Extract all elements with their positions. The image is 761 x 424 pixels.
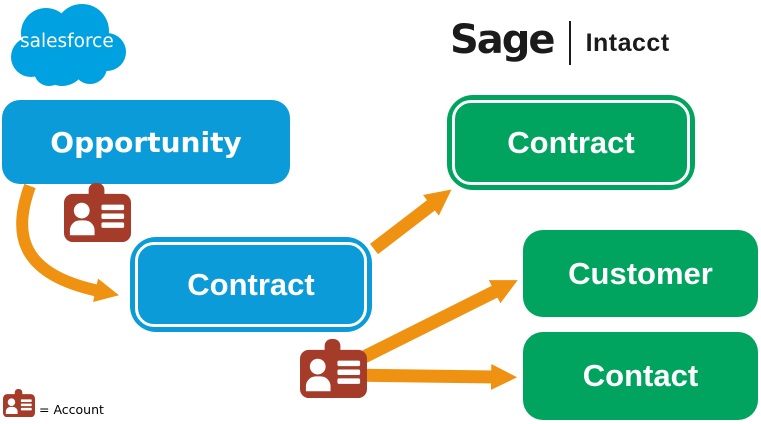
salesforce-cloud-icon: salesforce (11, 4, 126, 86)
opportunity-box: Opportunity (2, 100, 290, 184)
sage-intacct-logo: Sage Intacct (450, 16, 670, 70)
salesforce-wordmark: salesforce (20, 31, 114, 52)
sage-wordmark: Sage (450, 17, 556, 63)
intacct-wordmark: Intacct (585, 28, 670, 57)
salesforce-contract-box: Contract (130, 237, 372, 332)
customer-box: Customer (523, 230, 758, 317)
opportunity-label: Opportunity (50, 125, 242, 159)
legend-account-text: = Account (39, 402, 104, 417)
account-badge-icon (300, 339, 367, 399)
contact-box: Contact (523, 332, 758, 420)
logo-divider (568, 21, 571, 65)
sage-contract-box: Contract (447, 95, 695, 190)
arrow-sf-contract-to-sage-contract (370, 189, 452, 255)
customer-label: Customer (568, 255, 713, 291)
salesforce-logo: salesforce (4, 0, 140, 95)
contact-label: Contact (582, 358, 699, 393)
salesforce-contract-label: Contract (187, 266, 315, 302)
account-badge-legend-icon (3, 389, 35, 418)
sage-contract-label: Contract (507, 124, 635, 160)
account-badge-icon (64, 183, 131, 243)
